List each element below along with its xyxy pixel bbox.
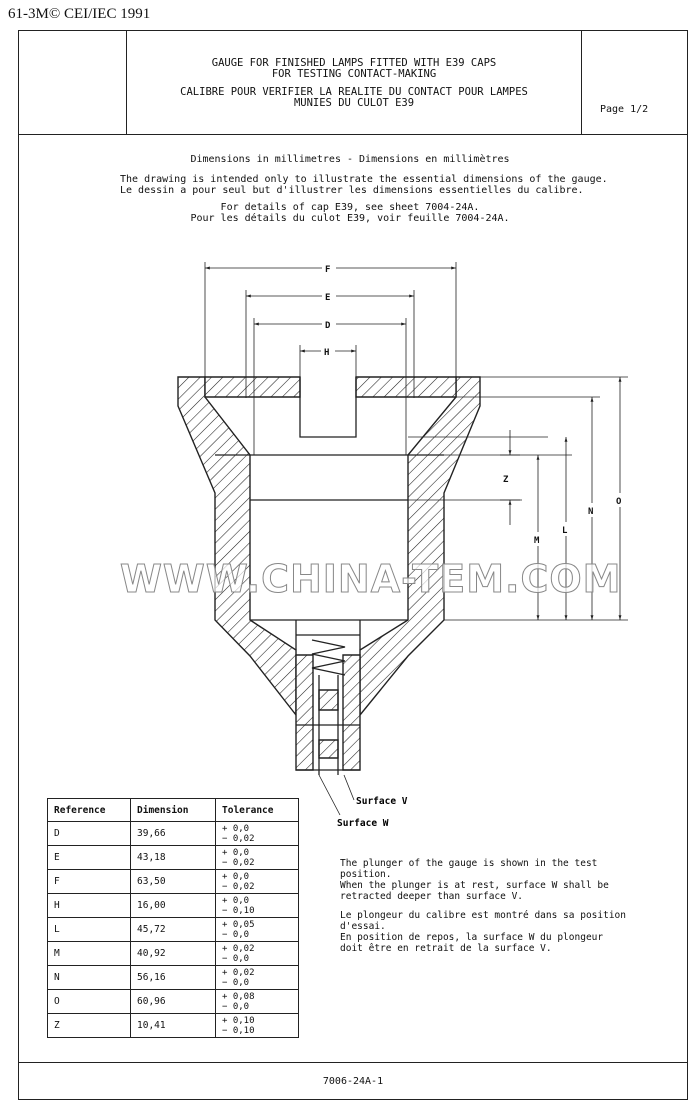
cell-dimension: 16,00 xyxy=(130,893,216,918)
cell-reference: D xyxy=(47,821,131,846)
col-header-tolerance: Tolerance xyxy=(215,798,299,822)
dim-label-o: O xyxy=(616,497,622,507)
title-en-1: GAUGE FOR FINISHED LAMPS FITTED WITH E39… xyxy=(211,57,497,69)
dim-label-l: L xyxy=(562,526,568,536)
dim-label-d: D xyxy=(325,321,331,331)
header-bottom-line xyxy=(18,134,688,135)
col-header-dimension: Dimension xyxy=(130,798,216,822)
cell-tolerance: + 0,08 − 0,0 xyxy=(215,989,299,1014)
cell-dimension: 39,66 xyxy=(130,821,216,846)
cell-tolerance: + 0,0 − 0,10 xyxy=(215,893,299,918)
sheet-code: 7006-24A-1 xyxy=(322,1076,384,1087)
title-fr-2: MUNIES DU CULOT E39 xyxy=(293,97,415,109)
cell-dimension: 40,92 xyxy=(130,941,216,966)
note-fr-2: En position de repos, la surface W du pl… xyxy=(340,932,604,954)
gauge-body xyxy=(177,376,481,771)
dim-label-h: H xyxy=(324,348,329,358)
header-divider-right xyxy=(581,30,582,134)
table-header-row: Reference Dimension Tolerance xyxy=(47,798,299,822)
gauge-inner-lines xyxy=(215,377,444,775)
note-fr-1: Le plongeur du calibre est montré dans s… xyxy=(340,910,626,932)
note-en-2: When the plunger is at rest, surface W s… xyxy=(340,880,609,902)
title-en-2: FOR TESTING CONTACT-MAKING xyxy=(271,68,437,80)
cell-tolerance: + 0,02 − 0,0 xyxy=(215,965,299,990)
sheet-frame xyxy=(18,30,688,1100)
dim-label-f: F xyxy=(325,265,330,275)
dim-label-z: Z xyxy=(503,475,509,485)
surface-w-label: Surface W xyxy=(337,818,389,829)
cell-tolerance: + 0,0 − 0,02 xyxy=(215,821,299,846)
details-en: For details of cap E39, see sheet 7004-2… xyxy=(220,202,480,213)
cell-reference: Z xyxy=(47,1013,131,1038)
cell-reference: F xyxy=(47,869,131,894)
watermark: WWW.CHINA-TEM.COM xyxy=(119,557,622,602)
cell-dimension: 45,72 xyxy=(130,917,216,942)
header-divider-left xyxy=(126,30,127,134)
col-header-reference: Reference xyxy=(47,798,131,822)
standard-reference: 61-3M© CEI/IEC 1991 xyxy=(8,6,151,22)
cell-reference: N xyxy=(47,965,131,990)
dimensions-note: Dimensions in millimetres - Dimensions e… xyxy=(190,154,510,165)
cell-reference: H xyxy=(47,893,131,918)
cell-tolerance: + 0,10 − 0,10 xyxy=(215,1013,299,1038)
purpose-fr: Le dessin a pour seul but d'illustrer le… xyxy=(120,185,584,196)
cell-dimension: 63,50 xyxy=(130,869,216,894)
cell-dimension: 43,18 xyxy=(130,845,216,870)
dimension-labels: F E D H Z M L N O xyxy=(321,262,626,546)
page-number: Page 1/2 xyxy=(600,104,649,115)
cell-tolerance: + 0,0 − 0,02 xyxy=(215,845,299,870)
surface-v-label: Surface V xyxy=(356,796,408,807)
cell-reference: O xyxy=(47,989,131,1014)
note-en-1: The plunger of the gauge is shown in the… xyxy=(340,858,598,880)
dim-label-e: E xyxy=(325,293,330,303)
cell-tolerance: + 0,05 − 0,0 xyxy=(215,917,299,942)
details-fr: Pour les détails du culot E39, voir feui… xyxy=(190,213,510,224)
title-fr-1: CALIBRE POUR VERIFIER LA REALITE DU CONT… xyxy=(180,86,528,98)
dim-label-m: M xyxy=(534,536,540,546)
cell-dimension: 56,16 xyxy=(130,965,216,990)
footer-top-line xyxy=(18,1062,688,1063)
cell-reference: L xyxy=(47,917,131,942)
cell-tolerance: + 0,02 − 0,0 xyxy=(215,941,299,966)
cell-tolerance: + 0,0 − 0,02 xyxy=(215,869,299,894)
cell-dimension: 60,96 xyxy=(130,989,216,1014)
cell-reference: E xyxy=(47,845,131,870)
cell-reference: M xyxy=(47,941,131,966)
cell-dimension: 10,41 xyxy=(130,1013,216,1038)
dim-label-n: N xyxy=(588,507,593,517)
